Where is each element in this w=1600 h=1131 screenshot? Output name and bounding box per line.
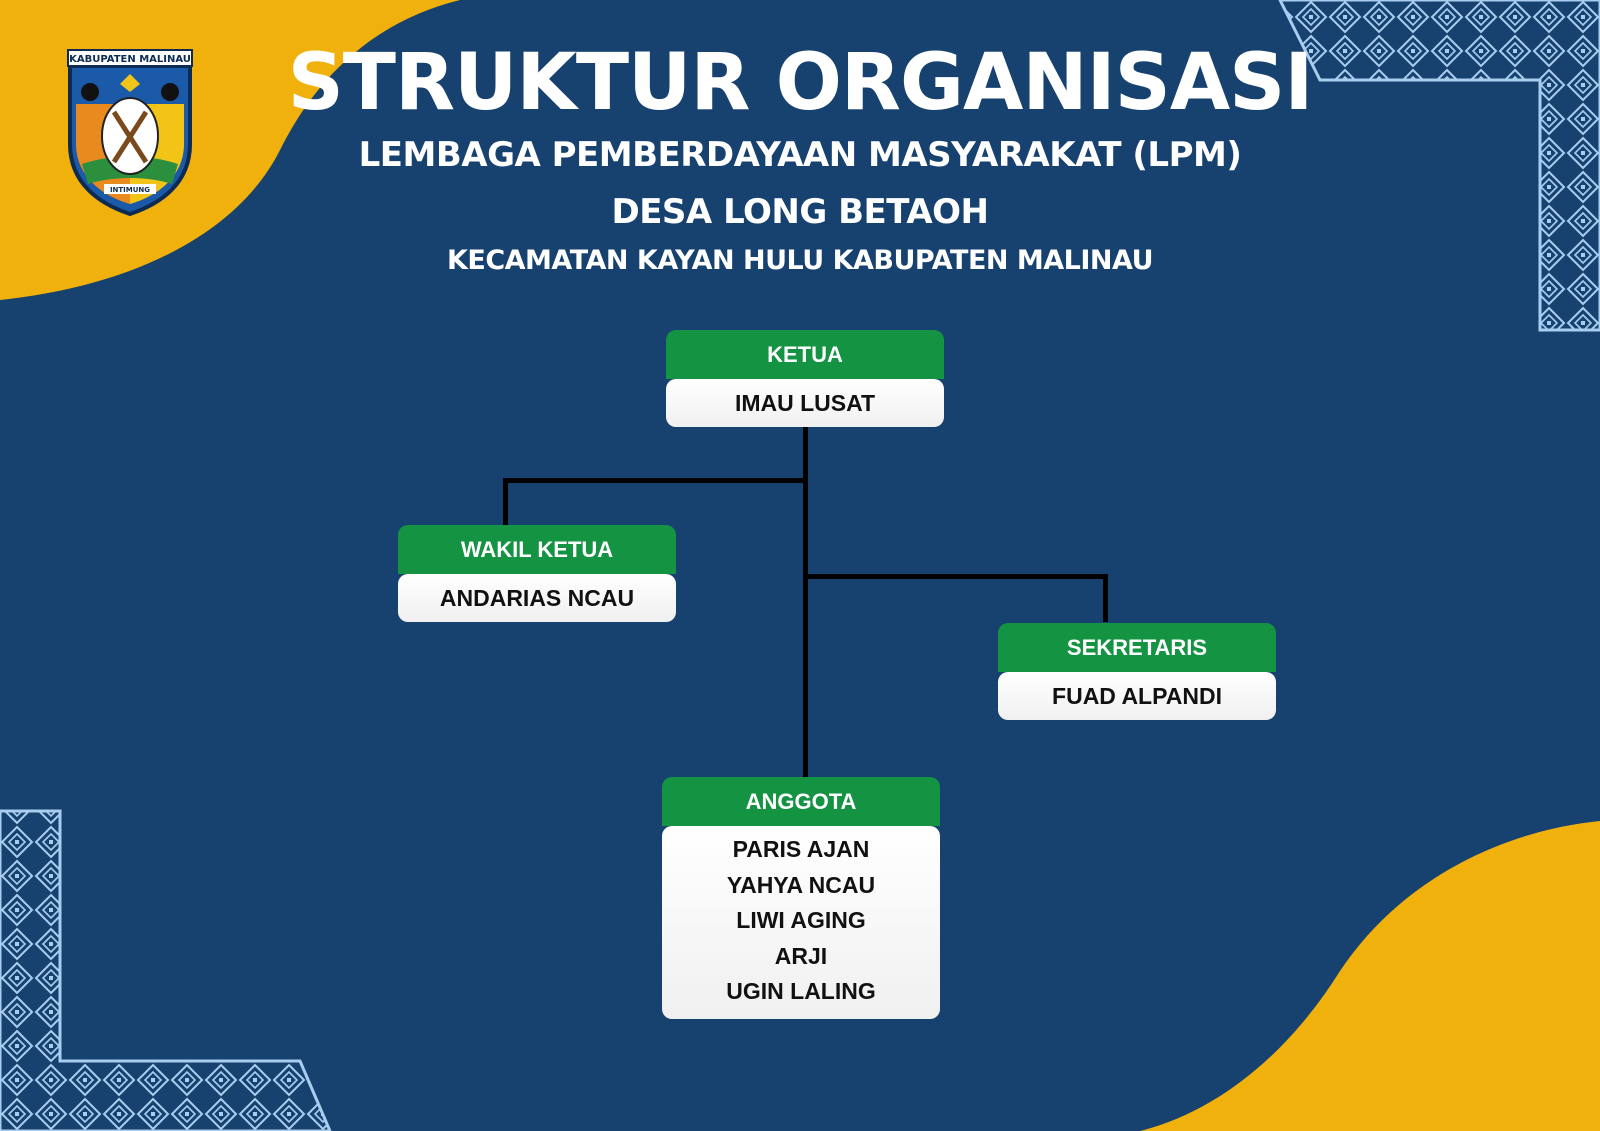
anggota-node: ANGGOTA PARIS AJAN YAHYA NCAU LIWI AGING… — [662, 777, 940, 1019]
connector-sekretaris-drop — [1103, 574, 1108, 622]
sekretaris-node: SEKRETARIS FUAD ALPANDI — [998, 623, 1276, 720]
page-title: STRUKTUR ORGANISASI — [287, 38, 1314, 128]
village-subtitle: DESA LONG BETAOH — [611, 192, 989, 232]
ketua-node: KETUA IMAU LUSAT — [666, 330, 944, 427]
institution-subtitle: LEMBAGA PEMBERDAYAAN MASYARAKAT (LPM) — [358, 135, 1242, 175]
bottom-right-yellow-wave — [1140, 821, 1600, 1131]
connector-ketua-trunk — [803, 426, 808, 778]
anggota-member: ARJI — [774, 942, 828, 969]
logo-banner-text: KABUPATEN MALINAU — [69, 54, 191, 65]
anggota-member-list: PARIS AJAN YAHYA NCAU LIWI AGING ARJI UG… — [662, 826, 940, 1019]
ketua-role-label: KETUA — [666, 330, 944, 379]
anggota-member: PARIS AJAN — [732, 836, 870, 862]
sekretaris-name: FUAD ALPANDI — [998, 672, 1276, 720]
district-subtitle: KECAMATAN KAYAN HULU KABUPATEN MALINAU — [446, 245, 1154, 276]
kabupaten-malinau-logo: KABUPATEN MALINAU INTIMUNG — [67, 49, 193, 216]
wakil-ketua-name: ANDARIAS NCAU — [398, 574, 676, 622]
top-right-ornament — [1278, 0, 1600, 332]
sekretaris-role-label: SEKRETARIS — [998, 623, 1276, 672]
anggota-role-label: ANGGOTA — [662, 777, 940, 826]
connector-wakil-branch — [503, 478, 808, 483]
connector-wakil-drop — [503, 478, 508, 526]
bottom-left-ornament — [0, 809, 332, 1131]
ketua-name: IMAU LUSAT — [666, 379, 944, 427]
wakil-ketua-role-label: WAKIL KETUA — [398, 525, 676, 574]
logo-motto-text: INTIMUNG — [110, 186, 150, 194]
anggota-member: LIWI AGING — [736, 907, 866, 933]
wakil-ketua-node: WAKIL KETUA ANDARIAS NCAU — [398, 525, 676, 622]
anggota-member: UGIN LALING — [726, 978, 876, 1004]
connector-sekretaris-branch — [803, 574, 1108, 579]
anggota-member: YAHYA NCAU — [726, 871, 876, 898]
